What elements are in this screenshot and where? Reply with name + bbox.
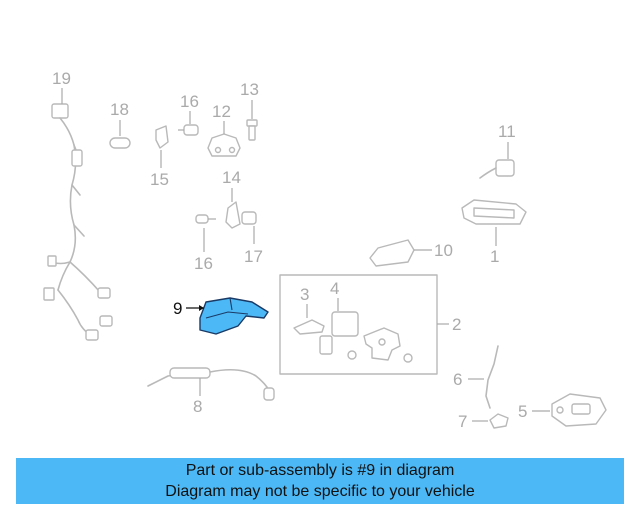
callout-13: 13 (240, 80, 259, 99)
callout-7: 7 (458, 412, 467, 431)
callout-3: 3 (300, 285, 309, 304)
callout-16-lower: 16 (194, 254, 213, 273)
info-banner: Part or sub-assembly is #9 in diagram Di… (16, 458, 624, 504)
callout-2: 2 (452, 315, 461, 334)
callout-5: 5 (518, 402, 527, 421)
part-1-handle (461, 199, 527, 225)
part-17-clip (241, 211, 257, 225)
callout-19: 19 (52, 69, 71, 88)
callout-18: 18 (110, 100, 129, 119)
part-7-clip (489, 413, 509, 429)
callout-4: 4 (330, 279, 339, 298)
callout-6: 6 (453, 370, 462, 389)
banner-line-1: Part or sub-assembly is #9 in diagram (185, 462, 455, 479)
callout-17: 17 (244, 247, 263, 266)
part-16-pin-lower (195, 214, 216, 224)
callout-12: 12 (212, 102, 231, 121)
callout-15: 15 (150, 170, 169, 189)
part-15-bracket (155, 125, 169, 149)
callout-1: 1 (490, 247, 499, 266)
part-18-bushing (109, 137, 131, 149)
callout-14: 14 (222, 168, 241, 187)
part-11-switch (479, 159, 515, 179)
part-6-rod (485, 345, 499, 409)
part-13-bolt (246, 119, 258, 141)
callout-11: 11 (498, 122, 516, 141)
part-9-bracket-highlighted (199, 297, 269, 335)
part-5-lock-housing (551, 393, 607, 427)
part-12-hinge (207, 133, 241, 157)
part-14-actuator-link (225, 201, 241, 229)
callout-16-top: 16 (180, 92, 199, 111)
banner-line-2: Diagram may not be specific to your vehi… (165, 483, 475, 500)
part-16-pin-top (178, 124, 199, 136)
part-10-guide (369, 239, 415, 267)
callout-9: 9 (173, 299, 182, 318)
part-8-cable (147, 367, 275, 401)
callout-8: 8 (193, 397, 202, 416)
parts-diagram: 19 18 16 15 12 13 14 16 (43, 69, 607, 431)
part-19-wiring-harness (43, 103, 113, 341)
callout-10: 10 (434, 241, 453, 260)
